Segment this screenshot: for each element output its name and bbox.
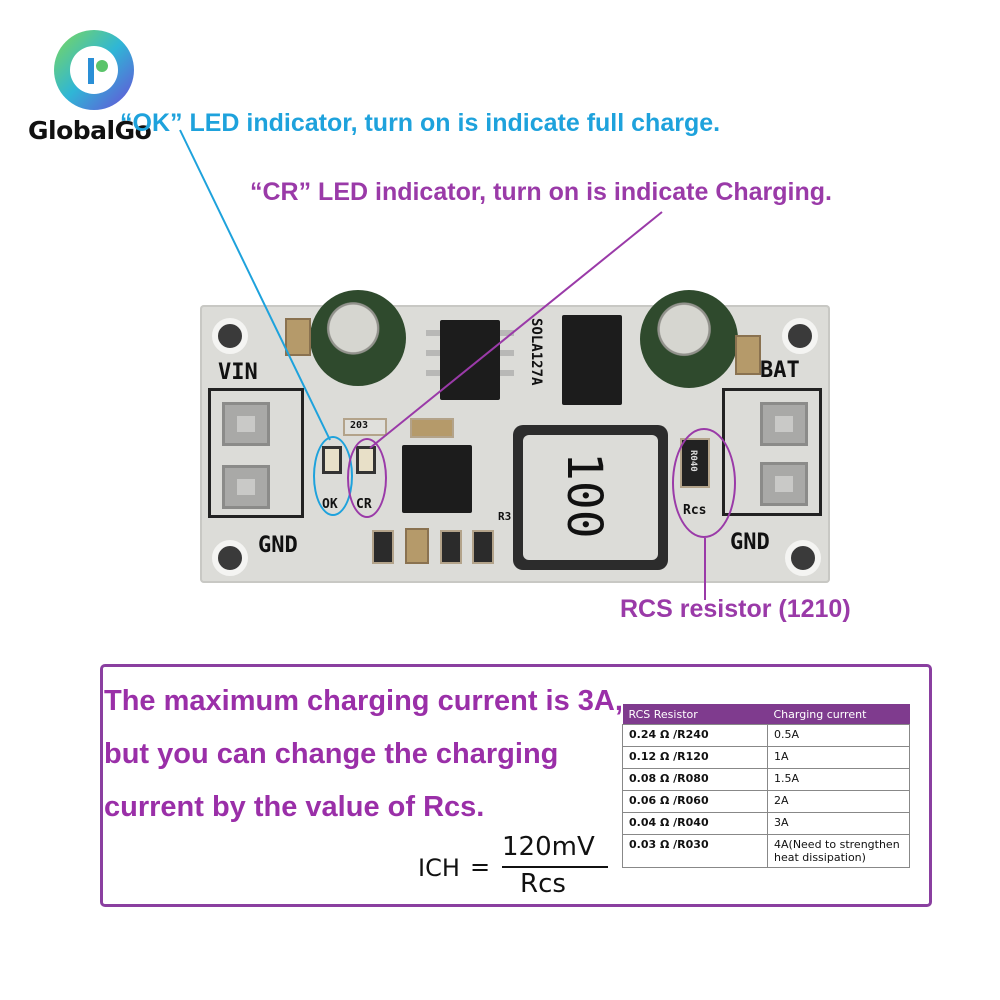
table-header-row: RCS Resistor Charging current — [622, 704, 910, 725]
ic-pin — [500, 330, 514, 336]
smd-cap — [285, 318, 311, 356]
ic-pin — [500, 350, 514, 356]
formula-lhs: ICH — [418, 854, 460, 882]
ic-pin — [426, 370, 440, 376]
table-cell: 0.5A — [767, 724, 910, 747]
inductor-marking: 100 — [556, 452, 612, 539]
formula-equals: = — [470, 853, 491, 881]
table-cell: 0.04 Ω /R040 — [622, 812, 768, 835]
output-capacitor — [640, 290, 738, 388]
smd-resistor — [440, 530, 462, 564]
mount-hole — [782, 318, 818, 354]
table-cell: 0.08 Ω /R080 — [622, 768, 768, 791]
cr-led-highlight — [347, 438, 387, 518]
mount-hole — [785, 540, 821, 576]
table-header: RCS Resistor — [622, 704, 768, 725]
rcs-resistor-annotation: RCS resistor (1210) — [620, 595, 851, 623]
smd-cap — [405, 528, 429, 564]
table-header: Charging current — [767, 704, 910, 725]
ic-pin — [426, 330, 440, 336]
inductor-top — [523, 435, 658, 560]
info-text: The maximum charging current is 3A, but … — [104, 685, 623, 823]
rcs-table: RCS Resistor Charging current 0.24 Ω /R2… — [622, 704, 910, 868]
gnd-left-label: GND — [258, 533, 298, 558]
cr-led-annotation: “CR” LED indicator, turn on is indicate … — [250, 178, 832, 206]
mount-hole — [212, 318, 248, 354]
table-cell: 2A — [767, 790, 910, 813]
input-capacitor — [310, 290, 406, 386]
bat-label: BAT — [760, 358, 800, 383]
rcs-highlight — [672, 428, 736, 538]
ic-pin — [426, 350, 440, 356]
ic-pin — [500, 370, 514, 376]
logo-wordmark: GlobalGo — [28, 116, 152, 145]
table-cell: 4A(Need to strengthen heat dissipation) — [767, 834, 910, 868]
controller-ic — [402, 445, 472, 513]
table-cell: 3A — [767, 812, 910, 835]
formula-denominator: Rcs — [520, 869, 566, 899]
bat-pad — [760, 402, 808, 446]
formula-numerator: 120mV — [502, 832, 595, 862]
info-box — [100, 664, 932, 907]
gnd-pad — [222, 465, 270, 509]
gnd-right-label: GND — [730, 530, 770, 555]
mount-hole — [212, 540, 248, 576]
smd-cap — [410, 418, 454, 438]
vin-pad — [222, 402, 270, 446]
table-cell: 0.24 Ω /R240 — [622, 724, 768, 747]
table-cell: 0.12 Ω /R120 — [622, 746, 768, 769]
current-formula: ICH = 120mV Rcs — [418, 832, 618, 899]
table-cell: 0.03 Ω /R030 — [622, 834, 768, 868]
fraction-bar — [502, 866, 608, 868]
ic-chip — [440, 320, 500, 400]
cap-code: 203 — [350, 420, 369, 431]
ic-marking: SOLA127A — [528, 318, 544, 386]
gnd-pad — [760, 462, 808, 506]
vin-label: VIN — [218, 360, 258, 385]
r3-label: R3 — [498, 510, 512, 523]
diode — [562, 315, 622, 405]
ok-led-annotation: “OK” LED indicator, turn on is indicate … — [120, 109, 721, 137]
smd-cap — [735, 335, 761, 375]
table-cell: 1.5A — [767, 768, 910, 791]
smd-resistor — [372, 530, 394, 564]
globalgo-logo-icon — [54, 30, 134, 110]
table-cell: 1A — [767, 746, 910, 769]
smd-resistor — [472, 530, 494, 564]
table-cell: 0.06 Ω /R060 — [622, 790, 768, 813]
